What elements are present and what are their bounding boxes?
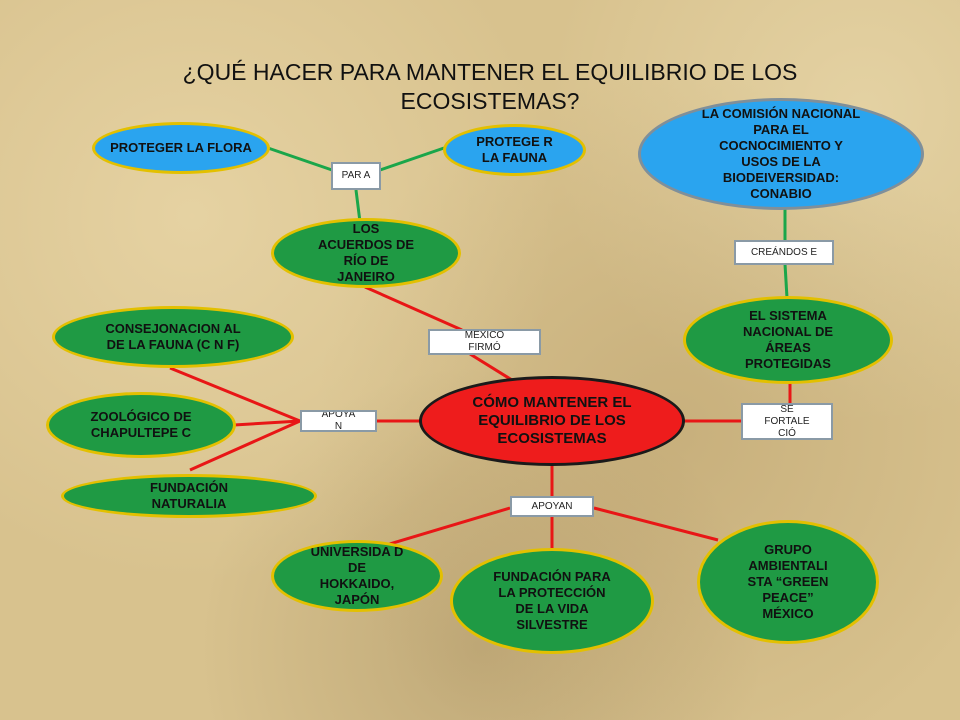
node-universidad-hokkaido: UNIVERSIDA D DE HOKKAIDO, JAPÓN [271,540,443,612]
line-rio-mexico [364,285,463,332]
connector-para: PAR A [331,162,381,190]
node-consejo-fauna: CONSEJONACION AL DE LA FAUNA (C N F) [52,306,294,368]
node-proteger-flora: PROTEGER LA FLORA [92,122,270,174]
connector-mexico-firmo: MÉXICO FIRMÓ [428,329,541,355]
page-title: ¿QUÉ HACER PARA MANTENER EL EQUILIBRIO D… [182,59,798,114]
line-cnf-hub [169,366,301,423]
line-creandose-areas [783,263,789,299]
line-para-rio [354,189,362,223]
node-conabio: LA COMISIÓN NACIONAL PARA EL COCNOCIMIEN… [638,98,924,210]
line-flora-para [267,146,333,172]
node-green-peace: GRUPO AMBIENTALI STA “GREEN PEACE” MÉXIC… [697,520,879,644]
line-zoo-hub [233,419,301,427]
node-acuerdos-rio: LOS ACUERDOS DE RÍO DE JANEIRO [271,218,461,288]
node-sistema-areas: EL SISTEMA NACIONAL DE ÁREAS PROTEGIDAS [683,296,893,384]
line-apoyan-hokkaido [375,506,511,550]
connector-apoyan-left: APOYA N [300,410,377,432]
line-naturalia-hub [189,419,301,472]
node-zoologico-chapultepec: ZOOLÓGICO DE CHAPULTEPE C [46,392,236,458]
connector-creandose: CREÁNDOS E [734,240,834,265]
node-proteger-fauna: PROTEGE R LA FAUNA [443,124,586,176]
node-fundacion-naturalia: FUNDACIÓN NATURALIA [61,474,317,518]
line-fauna-para [379,146,445,172]
line-apoyan-green [593,506,719,542]
connector-se-fortalecio: SE FORTALE CIÓ [741,403,833,440]
node-center-equilibrio: CÓMO MANTENER EL EQUILIBRIO DE LOS ECOSI… [419,376,685,466]
connector-apoyan-bottom: APOYAN [510,496,594,517]
node-fundacion-vida-silvestre: FUNDACIÓN PARA LA PROTECCIÓN DE LA VIDA … [450,548,654,654]
